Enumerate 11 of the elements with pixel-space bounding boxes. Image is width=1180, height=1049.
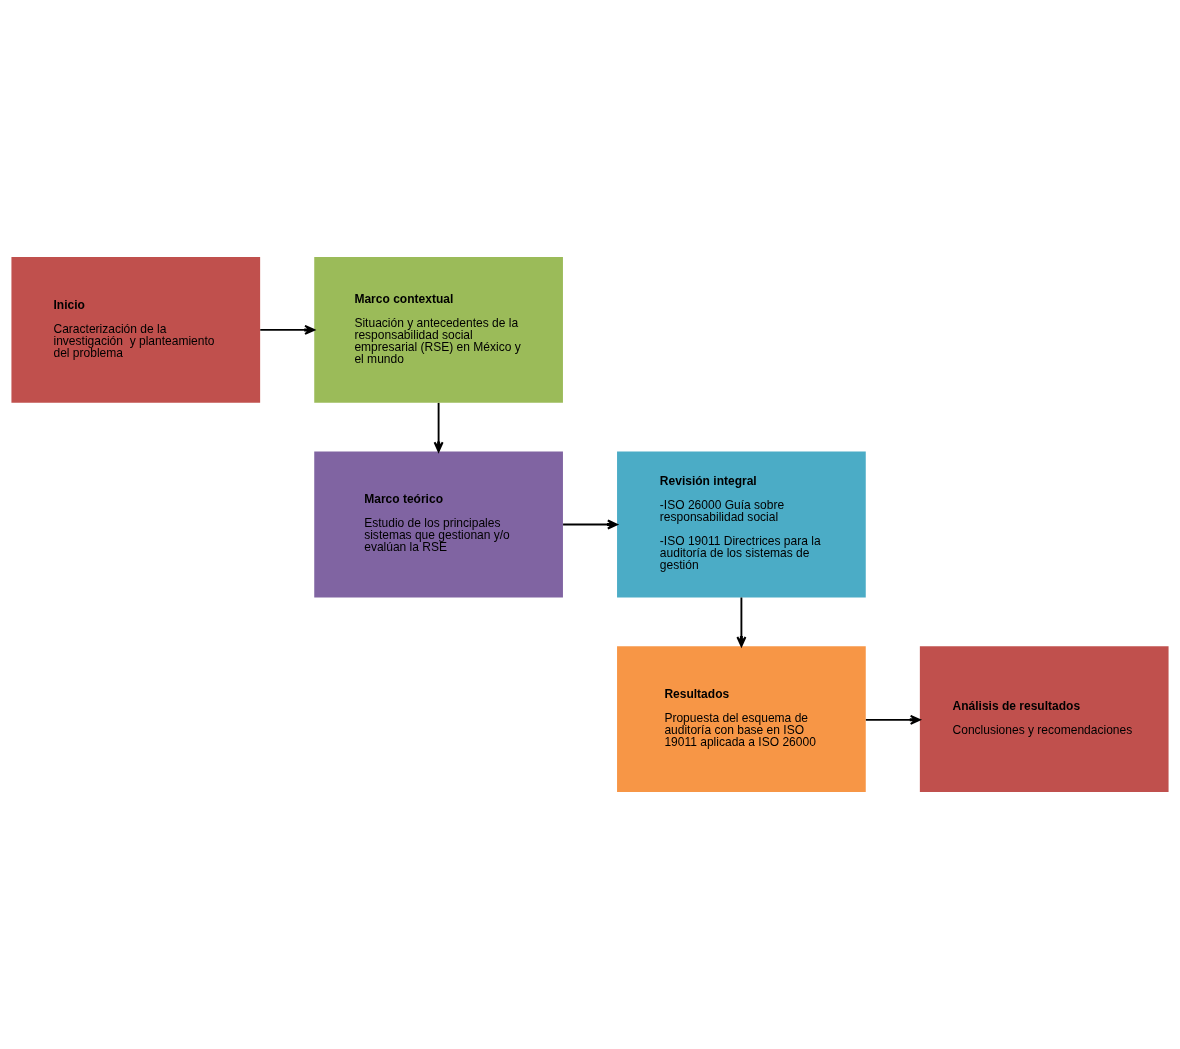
node-box: Análisis de resultados Conclusiones y recomendaciones xyxy=(919,646,1169,792)
arrow xyxy=(736,596,747,647)
arrow xyxy=(259,324,316,335)
arrow xyxy=(864,714,921,725)
node-box: Inicio Caracterización de la investigación y planteamiento del problema xyxy=(11,257,261,403)
arrow xyxy=(433,401,444,453)
node-box: Marco teórico Estudio de los principales sistemas que gestionan y/o evalúan la RSE xyxy=(314,451,563,598)
node-box: Resultados Propuesta del esquema de auditoría con base en ISO 19011 aplicada a ISO 26000 xyxy=(617,646,866,792)
node-box: Revisión integral -ISO 26000 Guía sobre responsabilidad social -ISO 19011 Directrices para la auditoría de los sistemas de gestión xyxy=(617,451,866,598)
node-box: Marco contextual Situación y antecedentes de la responsabilidad social empresarial (RSE) en México y el mundo xyxy=(314,257,563,403)
arrow xyxy=(562,519,618,530)
